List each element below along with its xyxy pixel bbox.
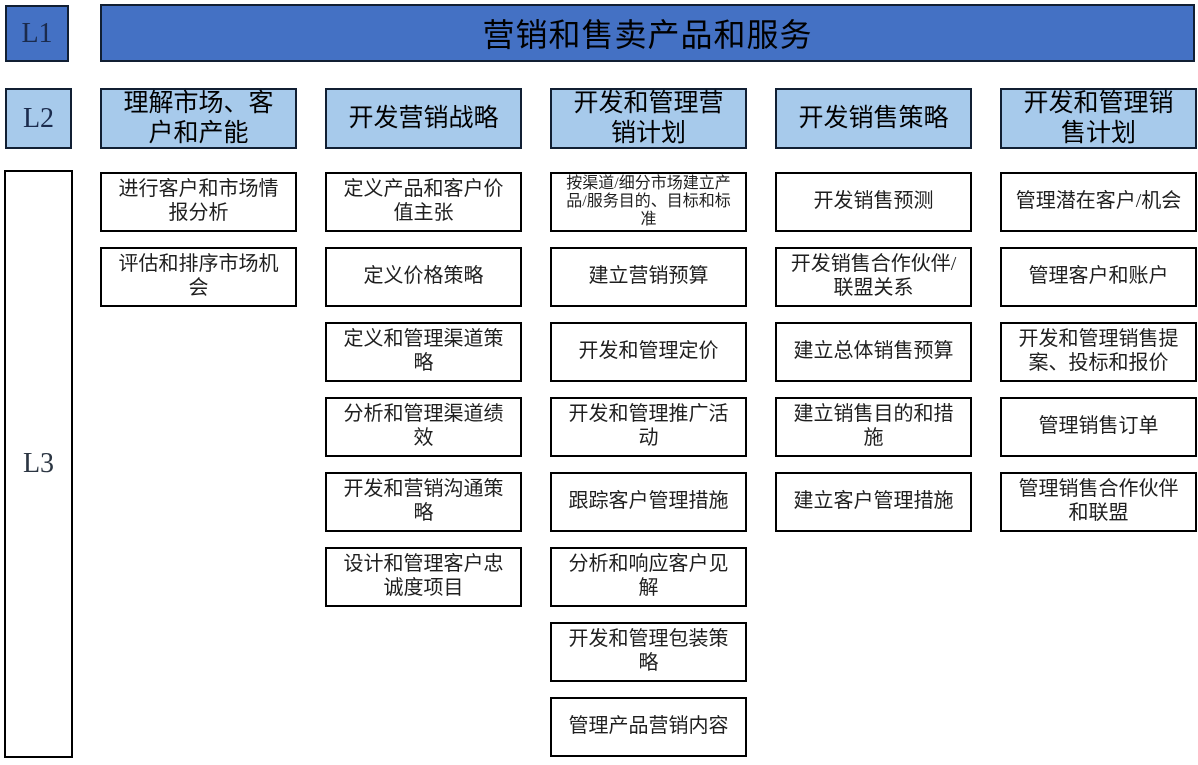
- l2-header-marketing-plan: 开发和管理营销计划: [550, 88, 747, 149]
- l3-column-understand-market: 进行客户和市场情报分析评估和排序市场机会: [100, 172, 297, 307]
- l3-item-label: 开发和管理定价: [578, 340, 719, 363]
- l3-item-label: 定义价格策略: [363, 265, 484, 288]
- l1-title-text: 营销和售卖产品和服务: [482, 17, 813, 53]
- l3-item-label: 进行客户和市场情报分析: [118, 178, 279, 224]
- l3-item-label: 管理产品营销内容: [568, 715, 729, 738]
- l3-item: 分析和管理渠道绩效: [325, 397, 522, 457]
- l3-item: 分析和响应客户见解: [550, 547, 747, 607]
- l3-item: 开发和管理定价: [550, 322, 747, 382]
- l3-item-label: 管理潜在客户/机会: [1015, 190, 1182, 213]
- l3-item: 建立销售目的和措施: [775, 397, 972, 457]
- l3-item: 开发销售合作伙伴/联盟关系: [775, 247, 972, 307]
- l2-header-text: 开发和管理销售计划: [1023, 90, 1174, 147]
- l3-item: 管理销售合作伙伴和联盟: [1000, 472, 1197, 532]
- l3-item: 定义产品和客户价值主张: [325, 172, 522, 232]
- l3-item: 跟踪客户管理措施: [550, 472, 747, 532]
- l3-item: 建立总体销售预算: [775, 322, 972, 382]
- l3-item: 定义价格策略: [325, 247, 522, 307]
- l3-level-label: L3: [4, 170, 73, 758]
- l2-header-marketing-strategy: 开发营销战略: [325, 88, 522, 149]
- l3-column-marketing-plan: 按渠道/细分市场建立产品/服务目的、目标和标准建立营销预算开发和管理定价开发和管…: [550, 172, 747, 757]
- l3-item-label: 开发和营销沟通策略: [343, 478, 504, 524]
- l3-item-label: 建立客户管理措施: [793, 490, 954, 513]
- l1-level-label-text: L1: [21, 17, 53, 49]
- l2-level-label: L2: [5, 88, 72, 149]
- l3-column-sales-strategy: 开发销售预测开发销售合作伙伴/联盟关系建立总体销售预算建立销售目的和措施建立客户…: [775, 172, 972, 532]
- l1-level-label: L1: [5, 5, 69, 62]
- l3-item-label: 设计和管理客户忠诚度项目: [343, 553, 504, 599]
- l2-header-sales-strategy: 开发销售策略: [775, 88, 972, 149]
- l3-item: 管理销售订单: [1000, 397, 1197, 457]
- l3-item: 管理客户和账户: [1000, 247, 1197, 307]
- l2-header-text: 理解市场、客户和产能: [123, 90, 274, 147]
- l3-item-label: 管理客户和账户: [1028, 265, 1169, 288]
- l3-item: 管理产品营销内容: [550, 697, 747, 757]
- l3-item: 设计和管理客户忠诚度项目: [325, 547, 522, 607]
- l3-item: 进行客户和市场情报分析: [100, 172, 297, 232]
- l3-item-label: 分析和管理渠道绩效: [343, 403, 504, 449]
- l3-item-label: 管理销售订单: [1038, 415, 1159, 438]
- l3-column-marketing-strategy: 定义产品和客户价值主张定义价格策略定义和管理渠道策略分析和管理渠道绩效开发和营销…: [325, 172, 522, 607]
- l3-item-label: 按渠道/细分市场建立产品/服务目的、目标和标准: [566, 174, 731, 229]
- l3-item-label: 建立营销预算: [588, 265, 709, 288]
- l2-level-label-text: L2: [22, 102, 55, 134]
- l3-column-sales-plan: 管理潜在客户/机会管理客户和账户开发和管理销售提案、投标和报价管理销售订单管理销…: [1000, 172, 1197, 532]
- l3-item-label: 开发销售预测: [813, 190, 934, 213]
- l1-title-bar: 营销和售卖产品和服务: [100, 4, 1195, 62]
- l3-item-label: 分析和响应客户见解: [568, 553, 729, 599]
- l3-item: 开发销售预测: [775, 172, 972, 232]
- l3-item: 管理潜在客户/机会: [1000, 172, 1197, 232]
- l3-item-label: 建立总体销售预算: [793, 340, 954, 363]
- l3-item: 按渠道/细分市场建立产品/服务目的、目标和标准: [550, 172, 747, 232]
- l3-item-label: 评估和排序市场机会: [118, 253, 279, 299]
- l2-header-text: 开发营销战略: [348, 104, 499, 132]
- l3-item: 开发和营销沟通策略: [325, 472, 522, 532]
- l3-item: 建立客户管理措施: [775, 472, 972, 532]
- l2-header-understand-market: 理解市场、客户和产能: [100, 88, 297, 149]
- l3-item: 开发和管理销售提案、投标和报价: [1000, 322, 1197, 382]
- l2-header-text: 开发和管理营销计划: [573, 90, 724, 147]
- l3-item-label: 定义产品和客户价值主张: [343, 178, 504, 224]
- l3-item-label: 定义和管理渠道策略: [343, 328, 504, 374]
- l3-item: 开发和管理包装策略: [550, 622, 747, 682]
- l2-header-sales-plan: 开发和管理销售计划: [1000, 88, 1197, 149]
- l3-item-label: 开发和管理包装策略: [568, 628, 729, 674]
- l3-item-label: 开发和管理销售提案、投标和报价: [1018, 328, 1179, 374]
- l2-header-text: 开发销售策略: [798, 104, 949, 132]
- l3-level-label-text: L3: [22, 448, 55, 479]
- l3-item-label: 开发和管理推广活动: [568, 403, 729, 449]
- l3-item: 评估和排序市场机会: [100, 247, 297, 307]
- l3-item-label: 建立销售目的和措施: [793, 403, 954, 449]
- l3-item-label: 管理销售合作伙伴和联盟: [1018, 478, 1179, 524]
- l3-item: 建立营销预算: [550, 247, 747, 307]
- l3-item-label: 开发销售合作伙伴/联盟关系: [790, 253, 957, 299]
- l3-item-label: 跟踪客户管理措施: [568, 490, 729, 513]
- l3-item: 开发和管理推广活动: [550, 397, 747, 457]
- l3-item: 定义和管理渠道策略: [325, 322, 522, 382]
